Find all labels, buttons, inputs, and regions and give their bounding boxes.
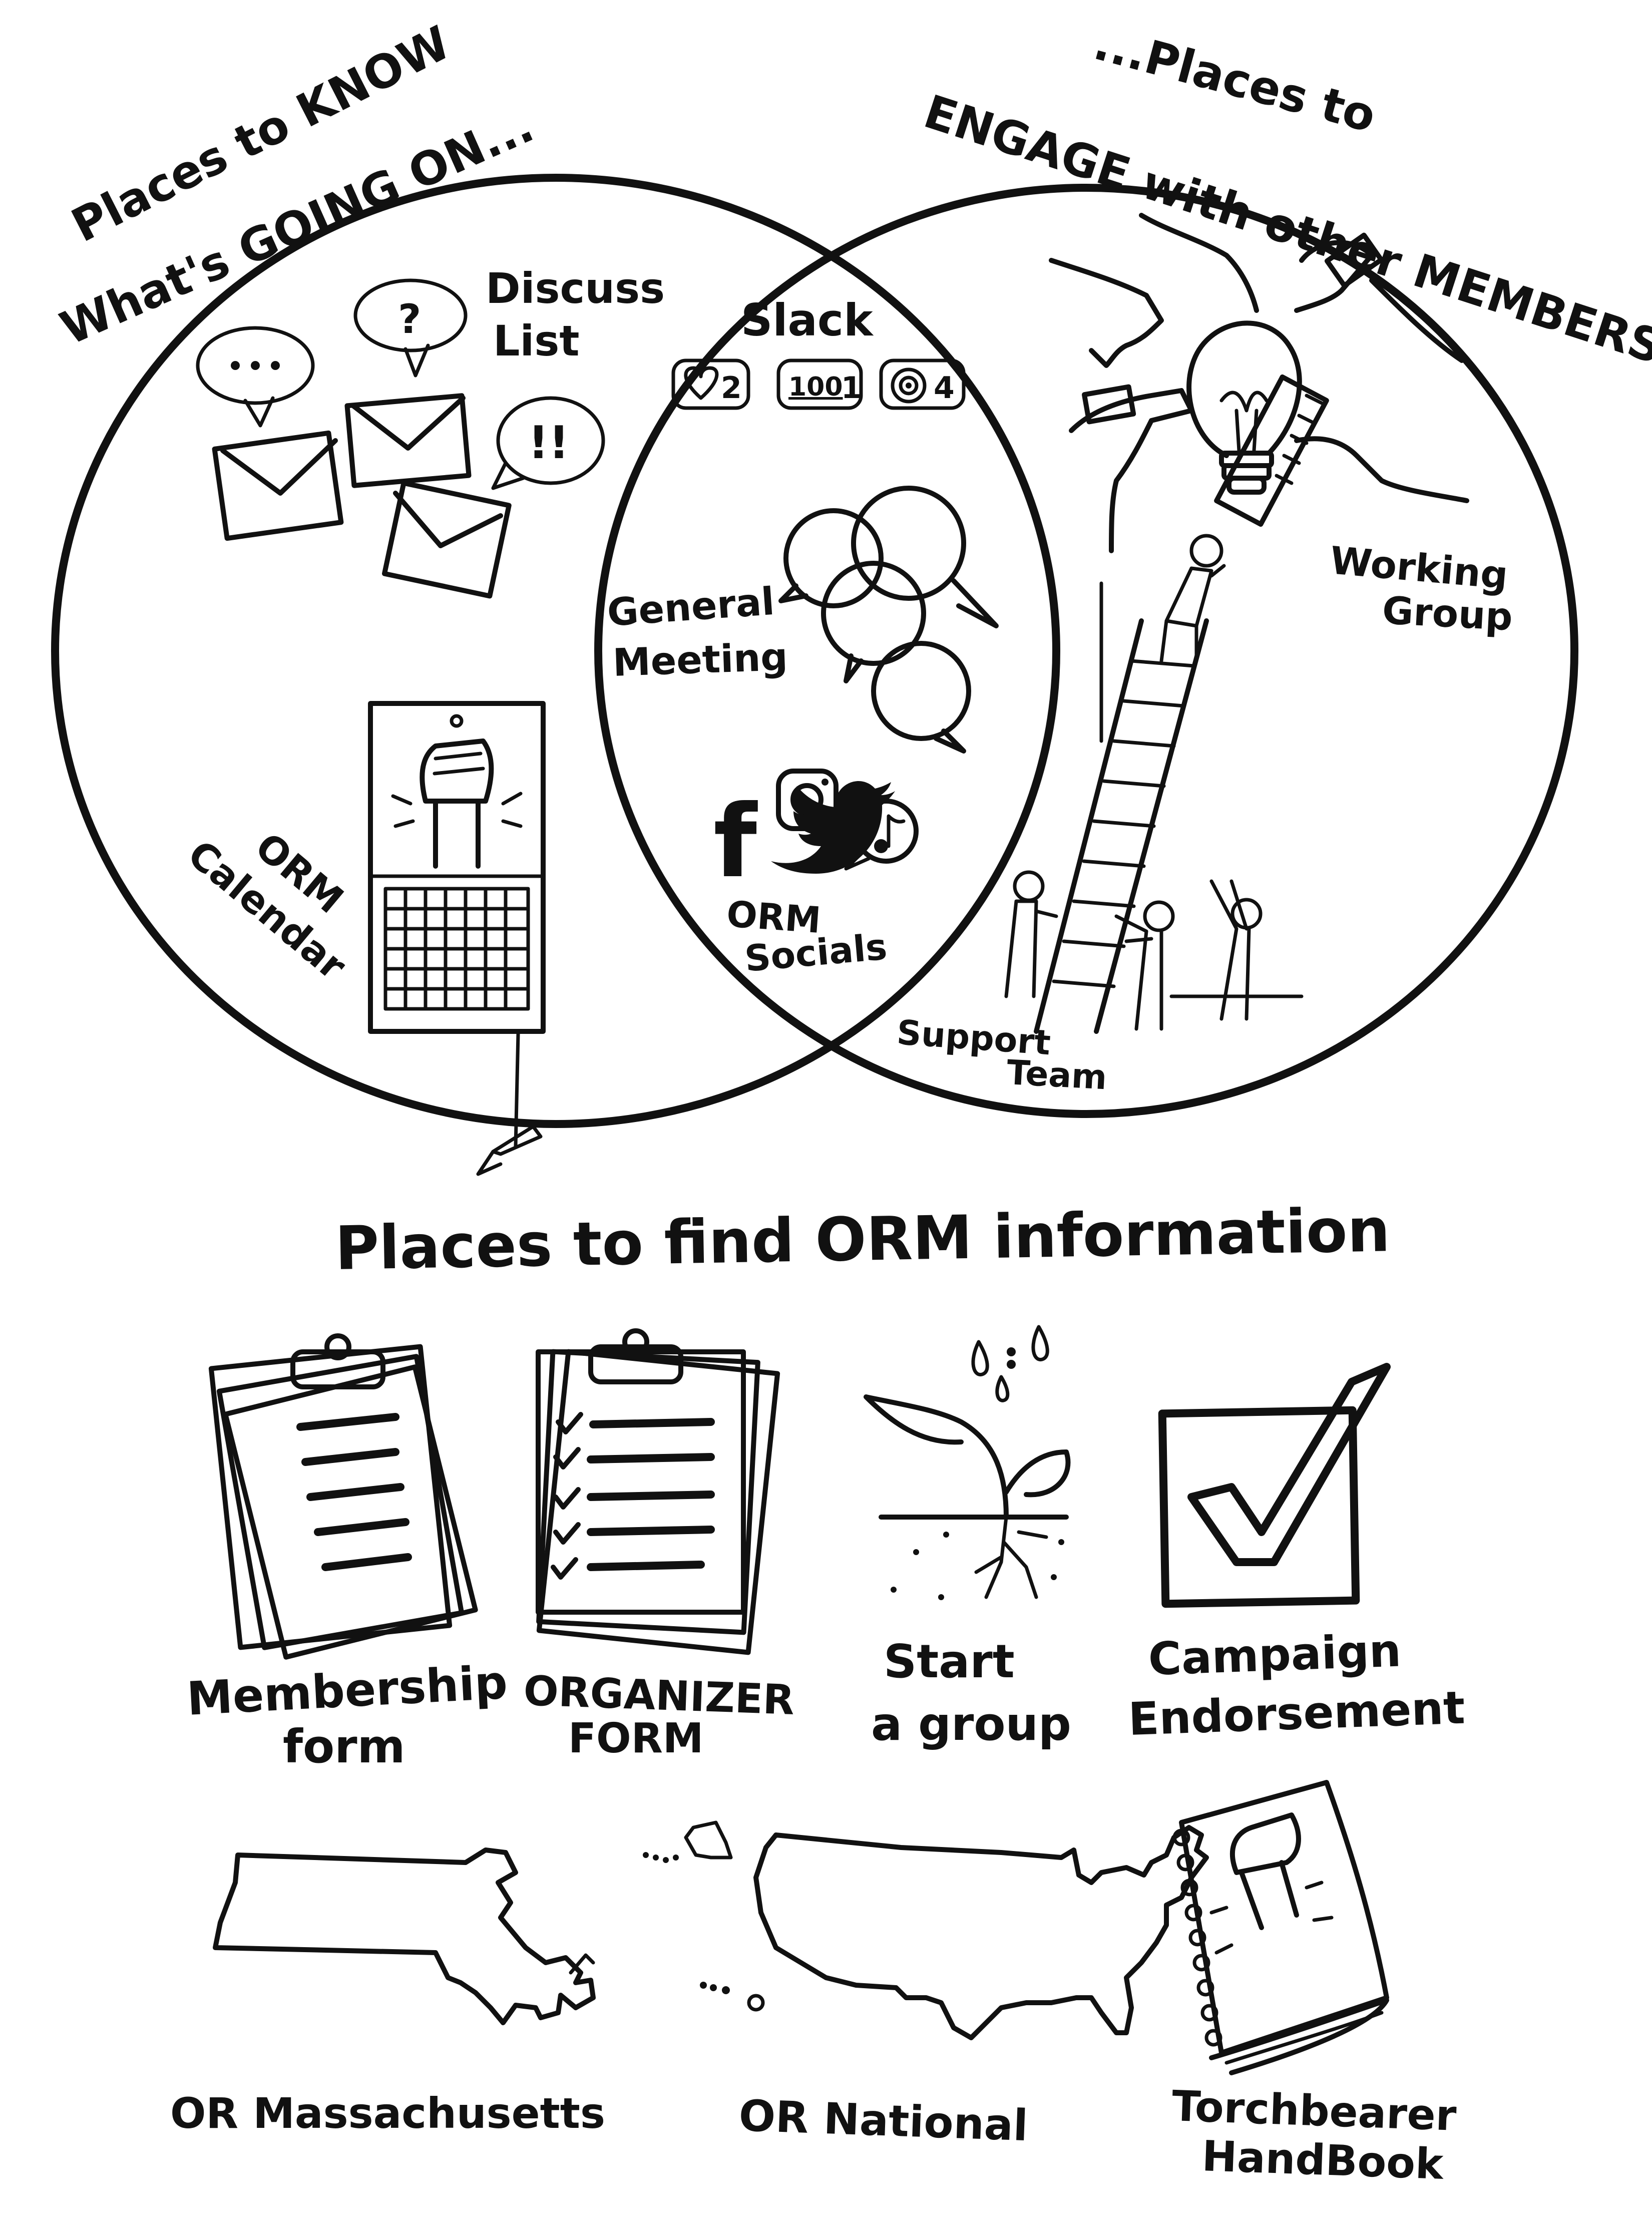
start-group-label-line1: Start [884, 1635, 1015, 1688]
or-massachusetts-label: OR Massachusetts [170, 2089, 605, 2138]
right-heading-line1: ...Places to [1088, 17, 1381, 143]
left-venn-circle [51, 174, 1060, 1128]
or-national-label: OR National [738, 2091, 1029, 2151]
pencil-icon [476, 1032, 543, 1176]
collaboration-hands-icon [1049, 213, 1469, 553]
envelope-icon [344, 393, 472, 488]
campaign-endorsement-label-line1: Campaign [1147, 1624, 1402, 1686]
checklist-clipboard-icon [536, 1328, 780, 1655]
discuss-list-label-line1: Discuss [486, 264, 665, 313]
working-group-label-line1: Working [1328, 538, 1509, 598]
organizer-form-label-line1: ORGANIZER [523, 1667, 795, 1724]
speech-bubble-icon [196, 326, 315, 428]
envelope-icon [382, 480, 512, 599]
envelope-icon [212, 430, 344, 541]
svg-text:!!: !! [528, 417, 569, 469]
svg-text:100: 100 [788, 372, 843, 402]
exclaim-bubble-icon: !! [491, 396, 605, 490]
tiktok-icon [844, 799, 919, 871]
slack-label: Slack [741, 294, 874, 346]
organizer-form-label-line2: FORM [568, 1715, 703, 1762]
facebook-icon: f [713, 784, 758, 900]
massachusetts-map-icon [213, 1848, 596, 2025]
handbook-label-line1: Torchbearer [1171, 2081, 1457, 2140]
heart-reaction-count: 2 [721, 371, 742, 406]
svg-text:f: f [713, 784, 758, 900]
start-group-label-line2: a group [871, 1697, 1071, 1751]
heart-icon: 2 [671, 358, 750, 410]
membership-form-label-line2: form [283, 1720, 405, 1773]
clipboard-icon [208, 1333, 478, 1660]
discuss-list-label-line2: List [493, 316, 579, 365]
campaign-endorsement-label-line2: Endorsement [1127, 1682, 1466, 1746]
support-team-label-line2: Team [1006, 1053, 1108, 1097]
hundred-reaction-count: 1 [841, 371, 862, 406]
target-reaction-count: 4 [934, 371, 955, 406]
question-bubble-icon: ? [353, 278, 468, 378]
working-group-label-line2: Group [1381, 588, 1514, 639]
target-icon: 4 [879, 358, 966, 410]
general-meeting-label-line1: General [606, 579, 776, 635]
hundred-icon: 100 1 [776, 358, 863, 410]
membership-form-label-line1: Membership [186, 1656, 509, 1726]
ladder-team-icon [1004, 534, 1304, 1034]
handbook-label-line2: HandBook [1201, 2131, 1445, 2189]
right-venn-circle [594, 184, 1578, 1118]
handbook-icon [1172, 1780, 1389, 2075]
info-heading: Places to find ORM information [334, 1196, 1391, 1284]
general-meeting-label-line2: Meeting [612, 634, 789, 685]
calendar-icon [368, 701, 546, 1034]
usa-map-icon [643, 1820, 1209, 2040]
right-heading-line2: ENGAGE with other MEMBERS [918, 85, 1652, 375]
checkbox-icon [1158, 1363, 1391, 1608]
svg-text:?: ? [398, 296, 421, 342]
sprout-icon [864, 1325, 1071, 1600]
chat-bubbles-icon [778, 486, 999, 754]
orm-socials-label-line1: ORM [725, 893, 822, 941]
